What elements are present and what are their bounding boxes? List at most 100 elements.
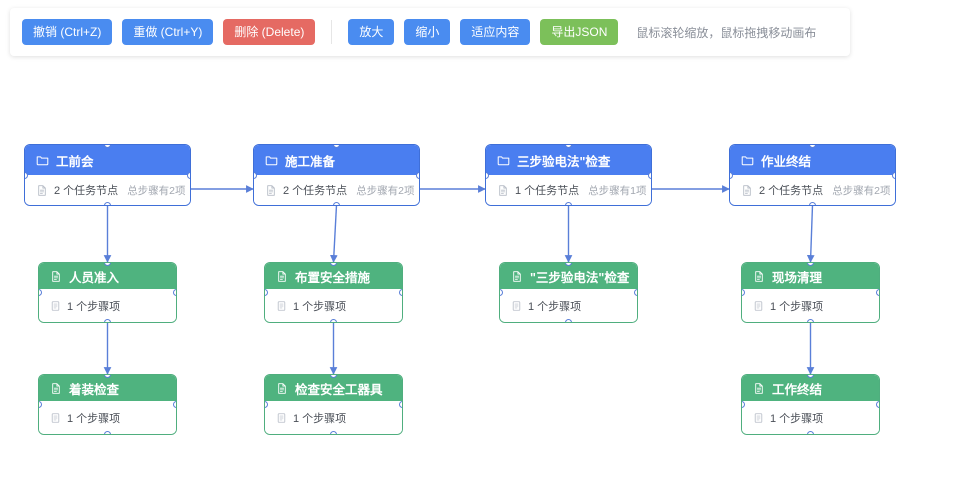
port-bottom[interactable] [807, 319, 814, 322]
stage-node-title: 三步验电法"检查 [517, 154, 611, 169]
document-icon [265, 184, 277, 197]
list-icon [753, 300, 764, 312]
edge-layer [103, 185, 815, 375]
port-bottom[interactable] [565, 202, 572, 205]
stage-step-total: 总步骤有2项 [127, 184, 186, 197]
stage-step-total: 总步骤有2项 [356, 184, 415, 197]
document-icon [276, 270, 288, 283]
document-icon [511, 270, 523, 283]
stage-node[interactable]: 施工准备 2 个任务节点总步骤有2项 [253, 144, 420, 206]
stage-task-count: 2 个任务节点 [283, 185, 348, 197]
task-node-header: "三步验电法"检查 [500, 263, 637, 289]
port-bottom[interactable] [330, 319, 337, 322]
list-icon [276, 412, 287, 424]
stage-node-header: 作业终结 [730, 145, 895, 175]
edge-stage4-task41[interactable] [806, 204, 815, 263]
task-node-header: 布置安全措施 [265, 263, 402, 289]
folder-icon [36, 154, 49, 167]
stage-step-total: 总步骤有2项 [832, 184, 891, 197]
stage-task-count: 2 个任务节点 [54, 185, 119, 197]
stage-task-count: 2 个任务节点 [759, 185, 824, 197]
task-node[interactable]: 布置安全措施 1 个步骤项 [264, 262, 403, 323]
port-right[interactable] [416, 171, 419, 179]
stage-node-header: 三步验电法"检查 [486, 145, 651, 175]
task-node-header: 着装检查 [39, 375, 176, 401]
task-node-title: 工作终结 [772, 382, 823, 397]
task-node-header: 现场清理 [742, 263, 879, 289]
task-step-count: 1 个步骤项 [293, 300, 347, 313]
port-left[interactable] [254, 171, 257, 179]
document-icon [50, 382, 62, 395]
port-right[interactable] [399, 289, 402, 296]
port-right[interactable] [892, 171, 895, 179]
document-icon [753, 270, 765, 283]
port-right[interactable] [187, 171, 190, 179]
port-right[interactable] [173, 401, 176, 408]
port-bottom[interactable] [104, 319, 111, 322]
toolbar: 撤销 (Ctrl+Z) 重做 (Ctrl+Y) 删除 (Delete) 放大 缩… [10, 8, 850, 56]
task-node-header: 工作终结 [742, 375, 879, 401]
task-node[interactable]: 现场清理 1 个步骤项 [741, 262, 880, 323]
port-bottom[interactable] [330, 431, 337, 434]
document-icon [741, 184, 753, 197]
list-icon [511, 300, 522, 312]
task-node[interactable]: 工作终结 1 个步骤项 [741, 374, 880, 435]
task-node-body: 1 个步骤项 [39, 401, 176, 434]
zoom-out-button[interactable]: 缩小 [404, 19, 451, 45]
port-bottom[interactable] [809, 202, 816, 205]
fit-content-button[interactable]: 适应内容 [460, 19, 531, 45]
task-node-title: 着装检查 [69, 382, 120, 397]
export-json-button[interactable]: 导出JSON [540, 19, 619, 45]
port-left[interactable] [730, 171, 733, 179]
stage-node-header: 工前会 [25, 145, 190, 175]
stage-node-body: 1 个任务节点总步骤有1项 [486, 175, 651, 205]
port-right[interactable] [634, 289, 637, 296]
edge-stage2-task21[interactable] [330, 204, 338, 263]
folder-icon [497, 154, 510, 167]
stage-node-body: 2 个任务节点总步骤有2项 [730, 175, 895, 205]
document-icon [276, 382, 288, 395]
stage-node[interactable]: 三步验电法"检查 1 个任务节点总步骤有1项 [485, 144, 652, 206]
port-bottom[interactable] [565, 319, 572, 322]
task-node-body: 1 个步骤项 [265, 289, 402, 322]
port-right[interactable] [173, 289, 176, 296]
task-node[interactable]: 着装检查 1 个步骤项 [38, 374, 177, 435]
stage-task-count: 1 个任务节点 [515, 185, 580, 197]
zoom-in-button[interactable]: 放大 [348, 19, 395, 45]
port-right[interactable] [876, 289, 879, 296]
port-right[interactable] [399, 401, 402, 408]
folder-icon [741, 154, 754, 167]
port-bottom[interactable] [333, 202, 340, 205]
task-step-count: 1 个步骤项 [67, 412, 121, 425]
task-node-body: 1 个步骤项 [742, 289, 879, 322]
port-left[interactable] [25, 171, 28, 179]
toolbar-hint-text: 鼠标滚轮缩放，鼠标拖拽移动画布 [636, 25, 817, 40]
stage-step-total: 总步骤有1项 [588, 184, 647, 197]
port-right[interactable] [876, 401, 879, 408]
list-icon [50, 412, 61, 424]
stage-node-body: 2 个任务节点总步骤有2项 [25, 175, 190, 205]
port-left[interactable] [486, 171, 489, 179]
stage-node-title: 施工准备 [285, 154, 336, 169]
list-icon [276, 300, 287, 312]
task-node-body: 1 个步骤项 [742, 401, 879, 434]
task-node-body: 1 个步骤项 [500, 289, 637, 322]
port-bottom[interactable] [104, 431, 111, 434]
toolbar-divider [331, 20, 333, 44]
stage-node-title: 作业终结 [761, 154, 812, 169]
port-bottom[interactable] [807, 431, 814, 434]
port-bottom[interactable] [104, 202, 111, 205]
undo-button[interactable]: 撤销 (Ctrl+Z) [22, 19, 113, 45]
stage-node[interactable]: 作业终结 2 个任务节点总步骤有2项 [729, 144, 896, 206]
redo-button[interactable]: 重做 (Ctrl+Y) [122, 19, 214, 45]
task-step-count: 1 个步骤项 [67, 300, 121, 313]
task-node[interactable]: "三步验电法"检查 1 个步骤项 [499, 262, 638, 323]
port-right[interactable] [648, 171, 651, 179]
task-node-title: "三步验电法"检查 [530, 270, 630, 285]
task-step-count: 1 个步骤项 [770, 300, 824, 313]
delete-button[interactable]: 删除 (Delete) [223, 19, 316, 45]
